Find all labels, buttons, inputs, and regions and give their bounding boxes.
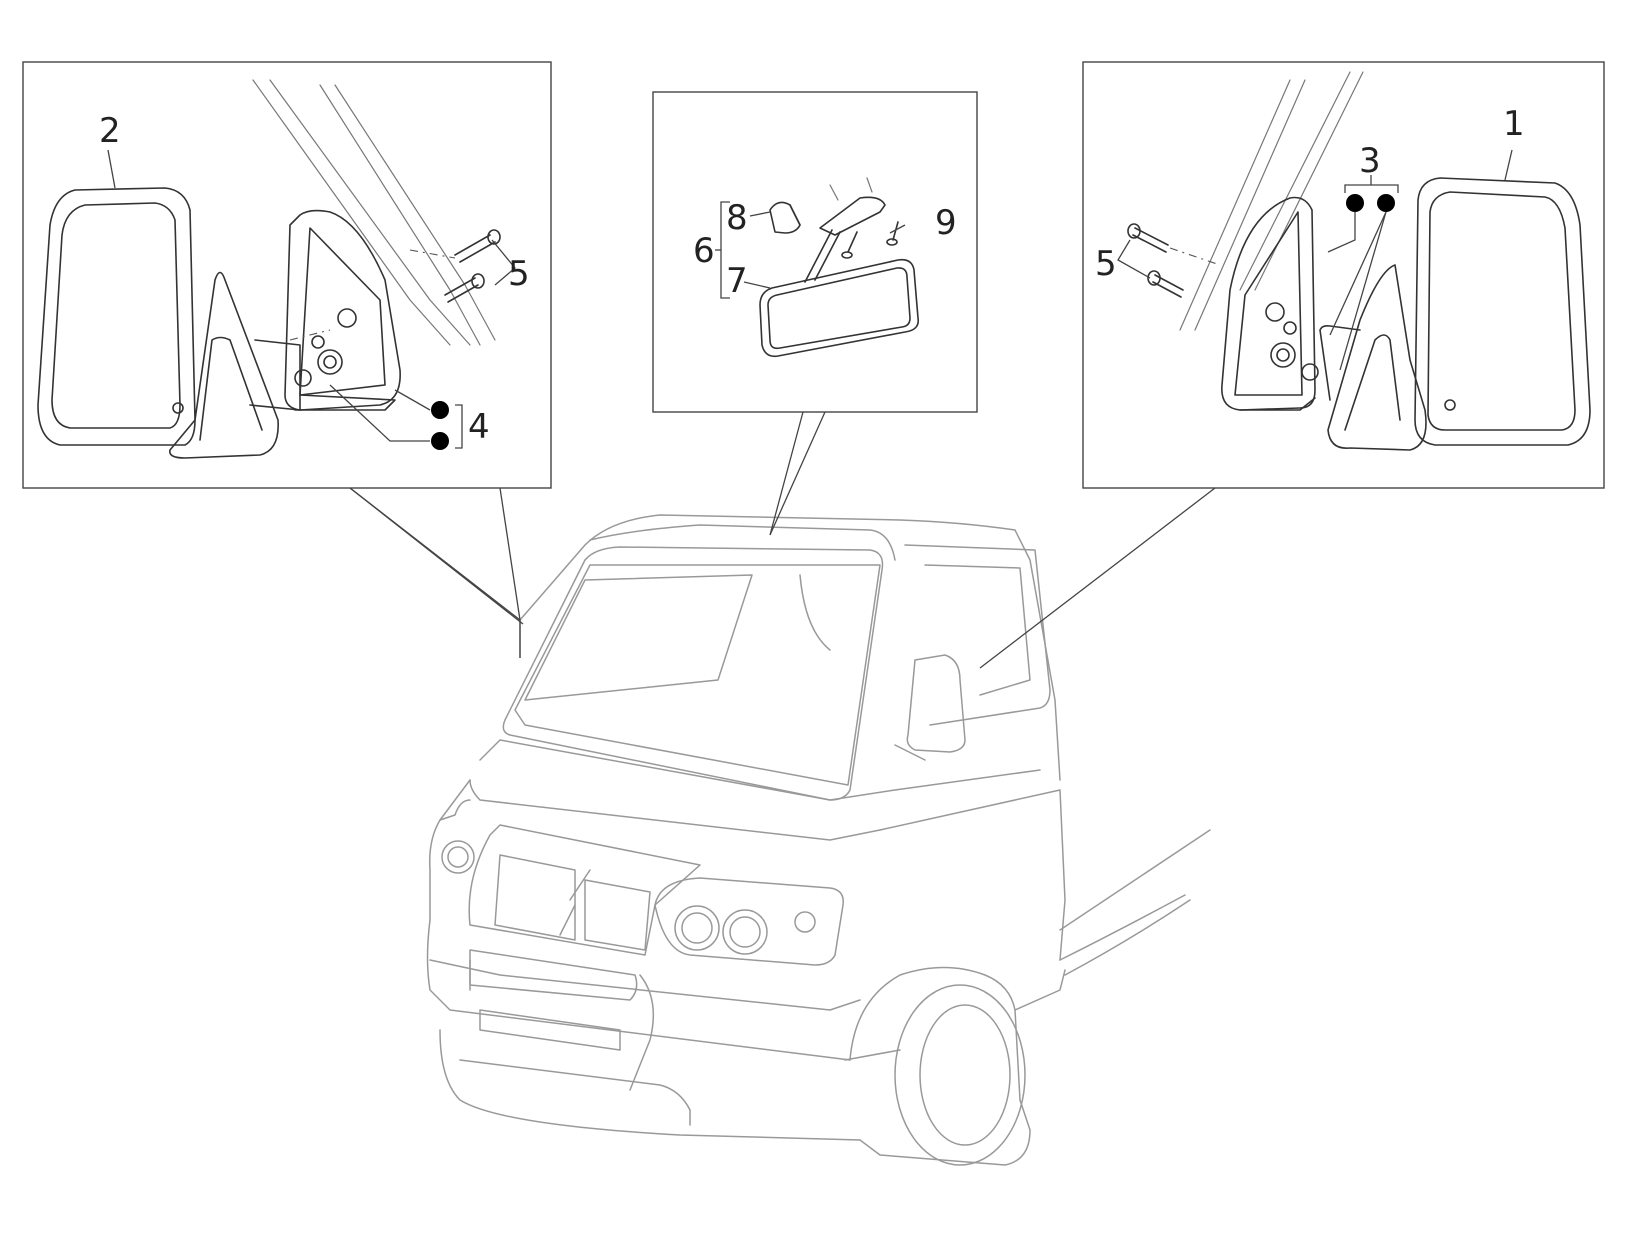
left-bolt-upper	[454, 229, 501, 263]
right-nut-dot-right	[1377, 194, 1395, 212]
callout-2: 2	[99, 111, 121, 151]
callout-5-left: 5	[508, 254, 530, 294]
callout-3: 3	[1359, 141, 1381, 181]
right-bolt-upper	[1127, 223, 1169, 253]
right-nut-dot-left	[1346, 194, 1364, 212]
right-detail-frame	[1082, 61, 1605, 489]
left-mirror-detail	[22, 61, 552, 489]
center-detail-frame	[652, 91, 978, 413]
detail-pointer-lines	[349, 411, 1216, 669]
left-mirror-bracket	[284, 209, 401, 411]
right-bolt-lower	[1147, 270, 1184, 298]
left-mirror-housing	[37, 187, 196, 446]
left-detail-frame	[22, 61, 552, 489]
callout-5-right: 5	[1095, 244, 1117, 284]
callout-9: 9	[935, 203, 957, 243]
right-mirror-detail	[1082, 61, 1605, 489]
interior-mirror-detail	[652, 91, 978, 413]
callout-4: 4	[468, 407, 490, 447]
right-mirror-housing	[1414, 177, 1591, 446]
left-nut-dot-upper	[431, 401, 449, 419]
callout-7: 7	[726, 261, 748, 301]
callout-1: 1	[1503, 104, 1525, 144]
interior-mirror-glass	[759, 258, 920, 358]
left-bolt-lower	[444, 273, 485, 303]
vehicle-illustration	[426, 514, 1211, 1166]
callout-8: 8	[726, 198, 748, 238]
callout-labels: 2 5 4 8 6 7 9 1 3 5	[99, 104, 1525, 447]
left-nut-dot-lower	[431, 432, 449, 450]
callout-6: 6	[693, 231, 715, 271]
